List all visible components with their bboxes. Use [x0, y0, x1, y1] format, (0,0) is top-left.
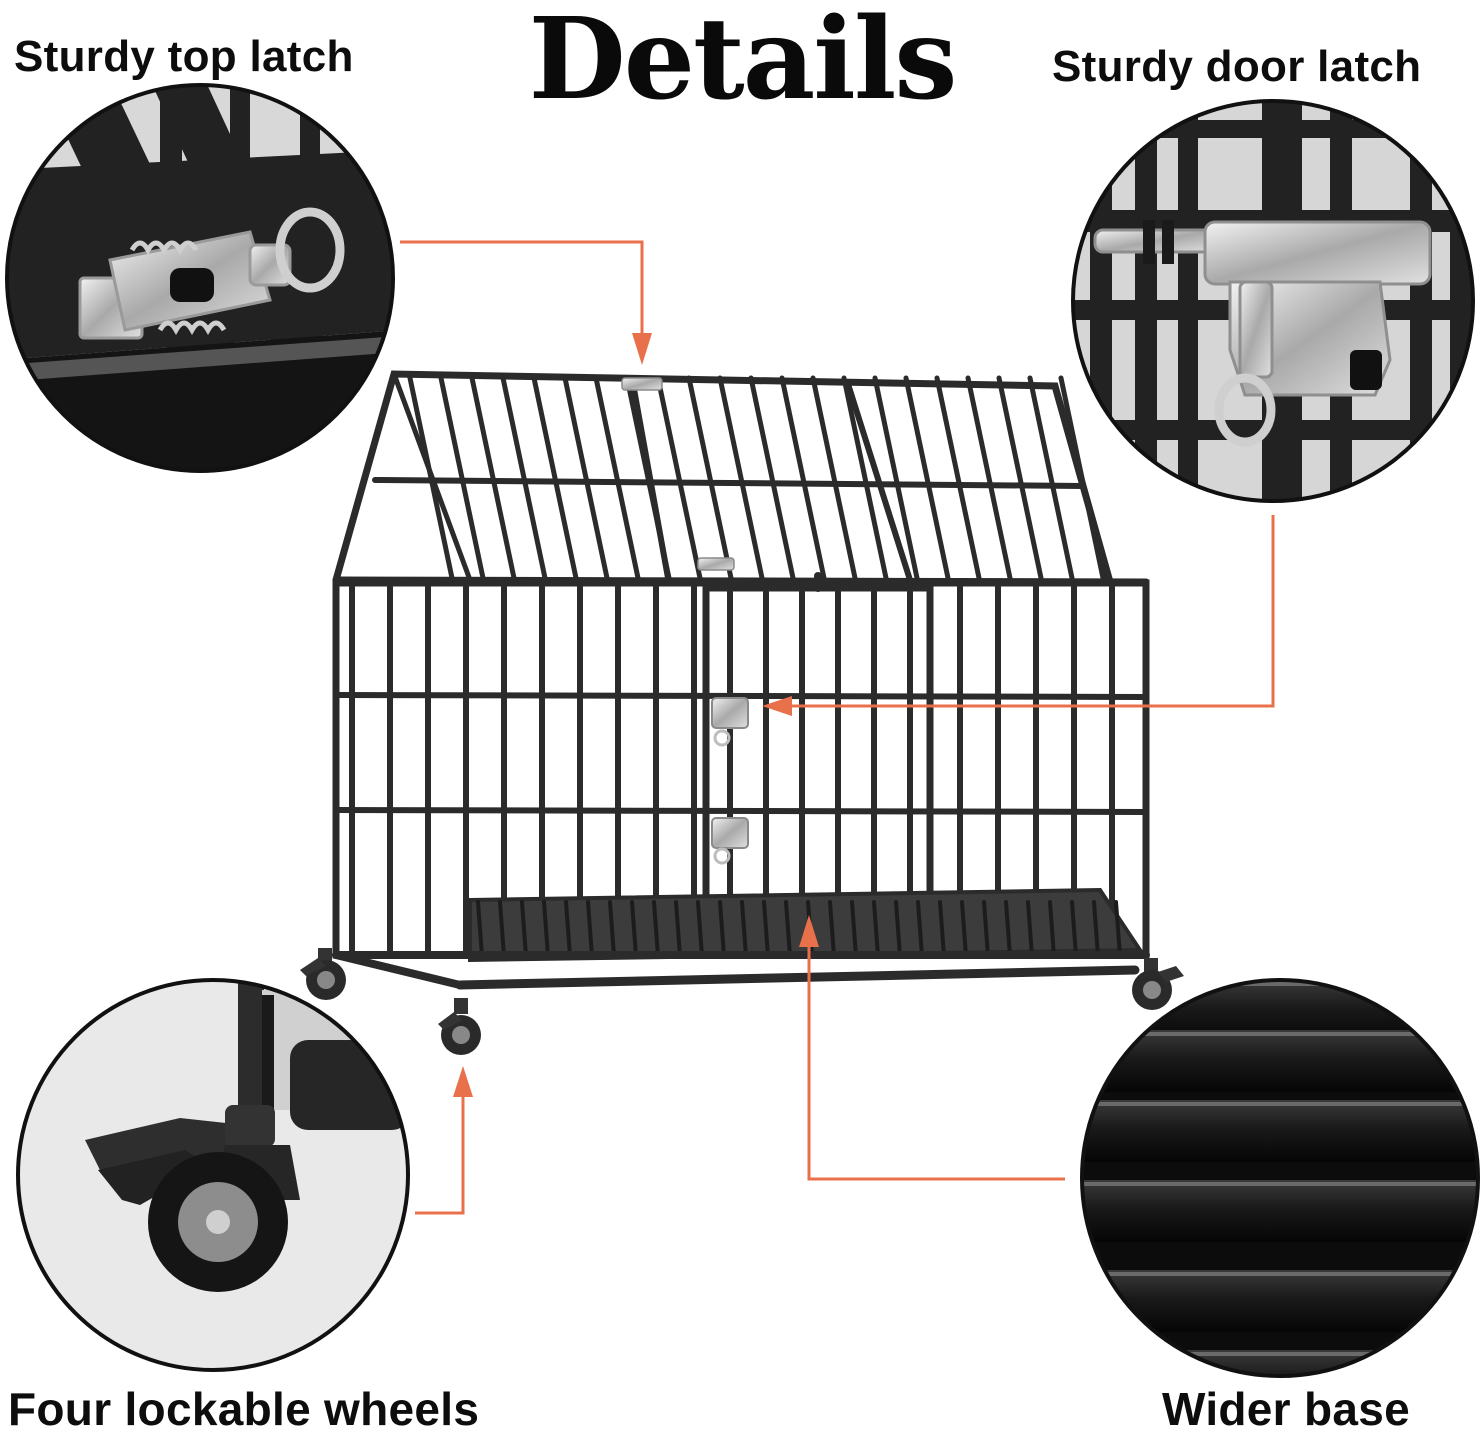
- latch-icon: [621, 377, 749, 865]
- detail-base: [1080, 978, 1480, 1378]
- arrow-icon: [400, 240, 1275, 1215]
- page-title: Details: [528, 0, 958, 125]
- dog-crate: [332, 370, 1150, 990]
- detail-door-latch: [1071, 99, 1475, 503]
- callout-wheels: Four lockable wheels: [8, 1383, 480, 1435]
- callout-base: Wider base: [1162, 1383, 1411, 1435]
- callout-top-latch: Sturdy top latch: [14, 32, 354, 81]
- callout-door-latch: Sturdy door latch: [1052, 42, 1422, 91]
- detail-wheels: [16, 978, 410, 1372]
- wheel-icon: [300, 948, 1184, 1055]
- detail-top-latch: [5, 83, 395, 473]
